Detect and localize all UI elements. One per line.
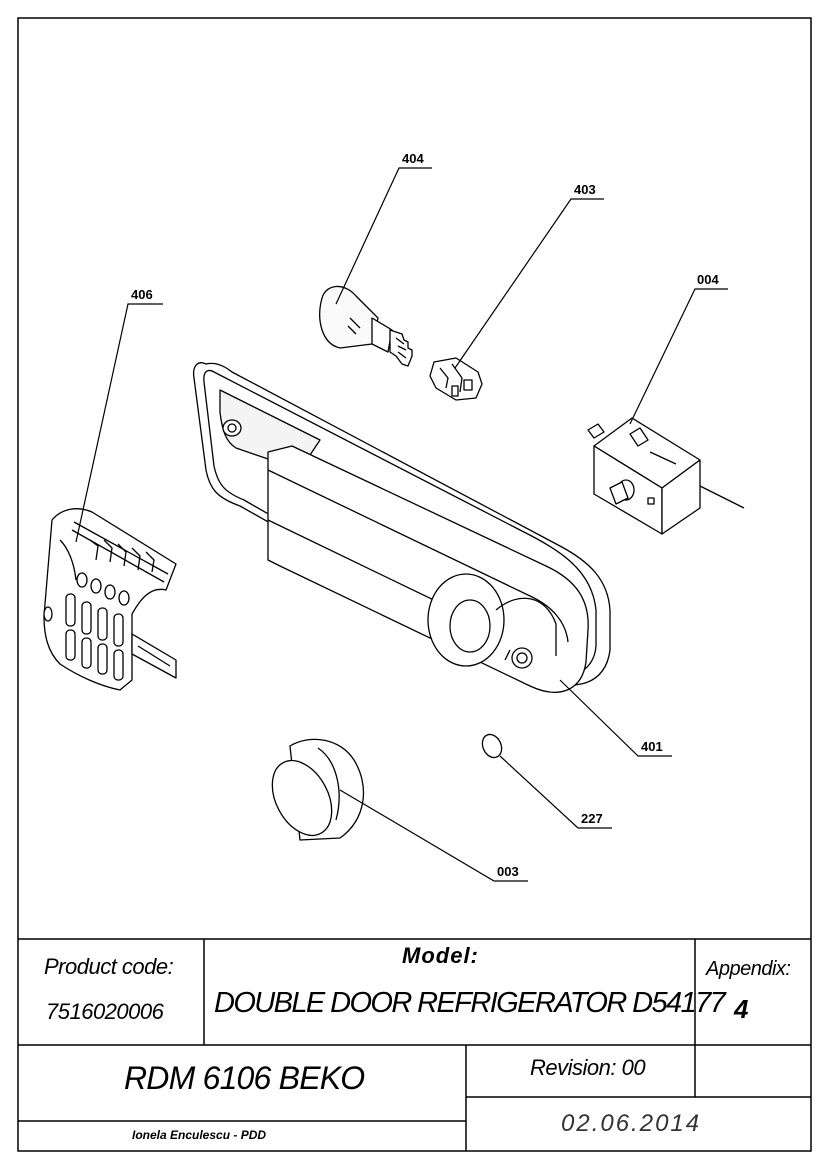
callout-401: 401 — [641, 739, 663, 754]
exploded-view — [43, 285, 745, 841]
date: 02.06.2014 — [561, 1110, 702, 1137]
callout-406: 406 — [131, 287, 153, 302]
author: Ionela Enculescu - PDD — [132, 1128, 267, 1142]
revision: Revision: 00 — [530, 1055, 646, 1080]
callout-labels: 404 403 406 004 401 227 003 — [131, 151, 719, 879]
part-401-lamp-housing — [192, 362, 611, 693]
leader-227 — [499, 755, 612, 829]
part-name: RDM 6106 BEKO — [124, 1060, 365, 1096]
product-code-value: 7516020006 — [46, 999, 164, 1024]
leader-401 — [559, 679, 672, 757]
appendix-value: 4 — [734, 994, 749, 1024]
model-label: Model: — [402, 943, 479, 968]
title-block-grid — [18, 938, 811, 1151]
leader-406 — [75, 303, 163, 543]
drawing-frame — [17, 17, 812, 1152]
product-code-label: Product code: — [44, 954, 174, 979]
leader-004 — [629, 288, 728, 425]
callout-003: 003 — [497, 864, 519, 879]
callout-227: 227 — [581, 811, 603, 826]
leader-403 — [454, 198, 604, 369]
callout-403: 403 — [574, 182, 596, 197]
part-004-thermostat — [587, 417, 745, 535]
callout-004: 004 — [697, 272, 719, 287]
model-value: DOUBLE DOOR REFRIGERATOR D54177 — [214, 987, 726, 1019]
appendix-label: Appendix: — [706, 958, 791, 980]
callout-leaders — [75, 167, 728, 882]
leader-404 — [335, 167, 432, 305]
callout-404: 404 — [402, 151, 424, 166]
part-406-cover — [43, 508, 177, 691]
part-227-disc — [481, 733, 503, 759]
leader-003 — [339, 789, 528, 882]
part-403-socket — [429, 357, 483, 401]
part-404-bulb — [319, 285, 413, 367]
part-003-knob — [271, 738, 365, 841]
